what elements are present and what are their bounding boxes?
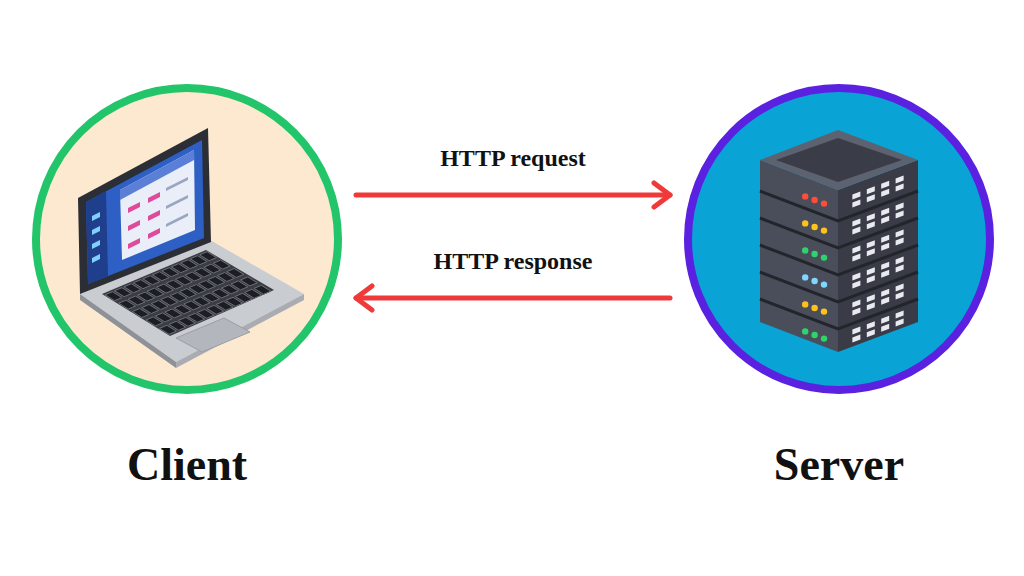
- vent-hole: [881, 243, 889, 251]
- vent-hole: [867, 194, 875, 202]
- vent-hole: [867, 267, 875, 275]
- status-led: [802, 301, 808, 307]
- vent-hole: [852, 335, 860, 343]
- status-led: [821, 227, 827, 233]
- vent-hole: [896, 237, 904, 245]
- vent-hole: [852, 246, 860, 254]
- rack-groove: [760, 272, 918, 302]
- node-label: Server: [680, 438, 998, 492]
- rack-groove: [760, 245, 918, 275]
- vent-hole: [881, 270, 889, 278]
- status-led: [811, 332, 817, 338]
- laptop-illustration: [78, 128, 304, 368]
- vent-hole: [896, 310, 904, 318]
- status-led: [802, 193, 808, 199]
- vent-hole: [896, 202, 904, 210]
- vent-hole: [881, 289, 889, 297]
- vent-hole: [867, 213, 875, 221]
- vent-hole: [852, 273, 860, 281]
- rack-groove: [760, 218, 918, 248]
- vent-hole: [867, 240, 875, 248]
- vent-hole: [867, 294, 875, 302]
- vent-hole: [867, 321, 875, 329]
- vent-hole: [867, 302, 875, 310]
- vent-hole: [896, 183, 904, 191]
- arrow-label: HTTP request: [436, 143, 590, 173]
- vent-hole: [852, 192, 860, 200]
- vent-hole: [896, 256, 904, 264]
- vent-hole: [852, 254, 860, 262]
- vent-hole: [881, 324, 889, 332]
- server-rack-illustration: [760, 130, 918, 352]
- vent-hole: [896, 229, 904, 237]
- vent-hole: [852, 300, 860, 308]
- key: [227, 269, 244, 278]
- server-circle: [680, 80, 998, 398]
- status-led: [811, 251, 817, 257]
- rack-groove: [760, 191, 918, 221]
- vent-hole: [881, 262, 889, 270]
- node-circle: Server: [680, 80, 998, 398]
- status-led: [811, 224, 817, 230]
- node-circle: Client: [28, 80, 346, 398]
- vent-hole: [881, 297, 889, 305]
- status-led: [802, 220, 808, 226]
- vent-hole: [852, 281, 860, 289]
- vent-hole: [852, 308, 860, 316]
- status-led: [811, 305, 817, 311]
- status-led: [821, 200, 827, 206]
- client-circle: [28, 80, 346, 398]
- vent-hole: [867, 275, 875, 283]
- rack-groove: [760, 299, 918, 329]
- vent-hole: [896, 291, 904, 299]
- status-led: [821, 254, 827, 260]
- vent-hole: [852, 200, 860, 208]
- vent-hole: [881, 316, 889, 324]
- vent-hole: [852, 227, 860, 235]
- node-label: Client: [28, 438, 346, 492]
- key: [213, 260, 230, 269]
- vent-hole: [867, 329, 875, 337]
- status-led: [811, 197, 817, 203]
- vent-hole: [881, 235, 889, 243]
- vent-hole: [867, 221, 875, 229]
- vent-hole: [852, 219, 860, 227]
- status-led: [821, 281, 827, 287]
- status-led: [821, 308, 827, 314]
- status-led: [821, 335, 827, 341]
- key: [254, 285, 271, 294]
- vent-hole: [881, 216, 889, 224]
- vent-hole: [896, 264, 904, 272]
- arrow-label: HTTP response: [430, 246, 597, 276]
- http-arrow: [356, 193, 670, 198]
- vent-hole: [881, 208, 889, 216]
- status-led: [802, 247, 808, 253]
- vent-hole: [867, 248, 875, 256]
- vent-hole: [896, 175, 904, 183]
- vent-hole: [867, 186, 875, 194]
- key: [240, 277, 257, 286]
- vent-hole: [881, 189, 889, 197]
- status-led: [811, 278, 817, 284]
- vent-hole: [896, 210, 904, 218]
- status-led: [802, 328, 808, 334]
- status-led: [802, 274, 808, 280]
- http-arrow: [356, 296, 670, 301]
- vent-hole: [881, 181, 889, 189]
- key: [200, 252, 217, 261]
- vent-hole: [896, 318, 904, 326]
- vent-hole: [852, 327, 860, 335]
- vent-hole: [896, 283, 904, 291]
